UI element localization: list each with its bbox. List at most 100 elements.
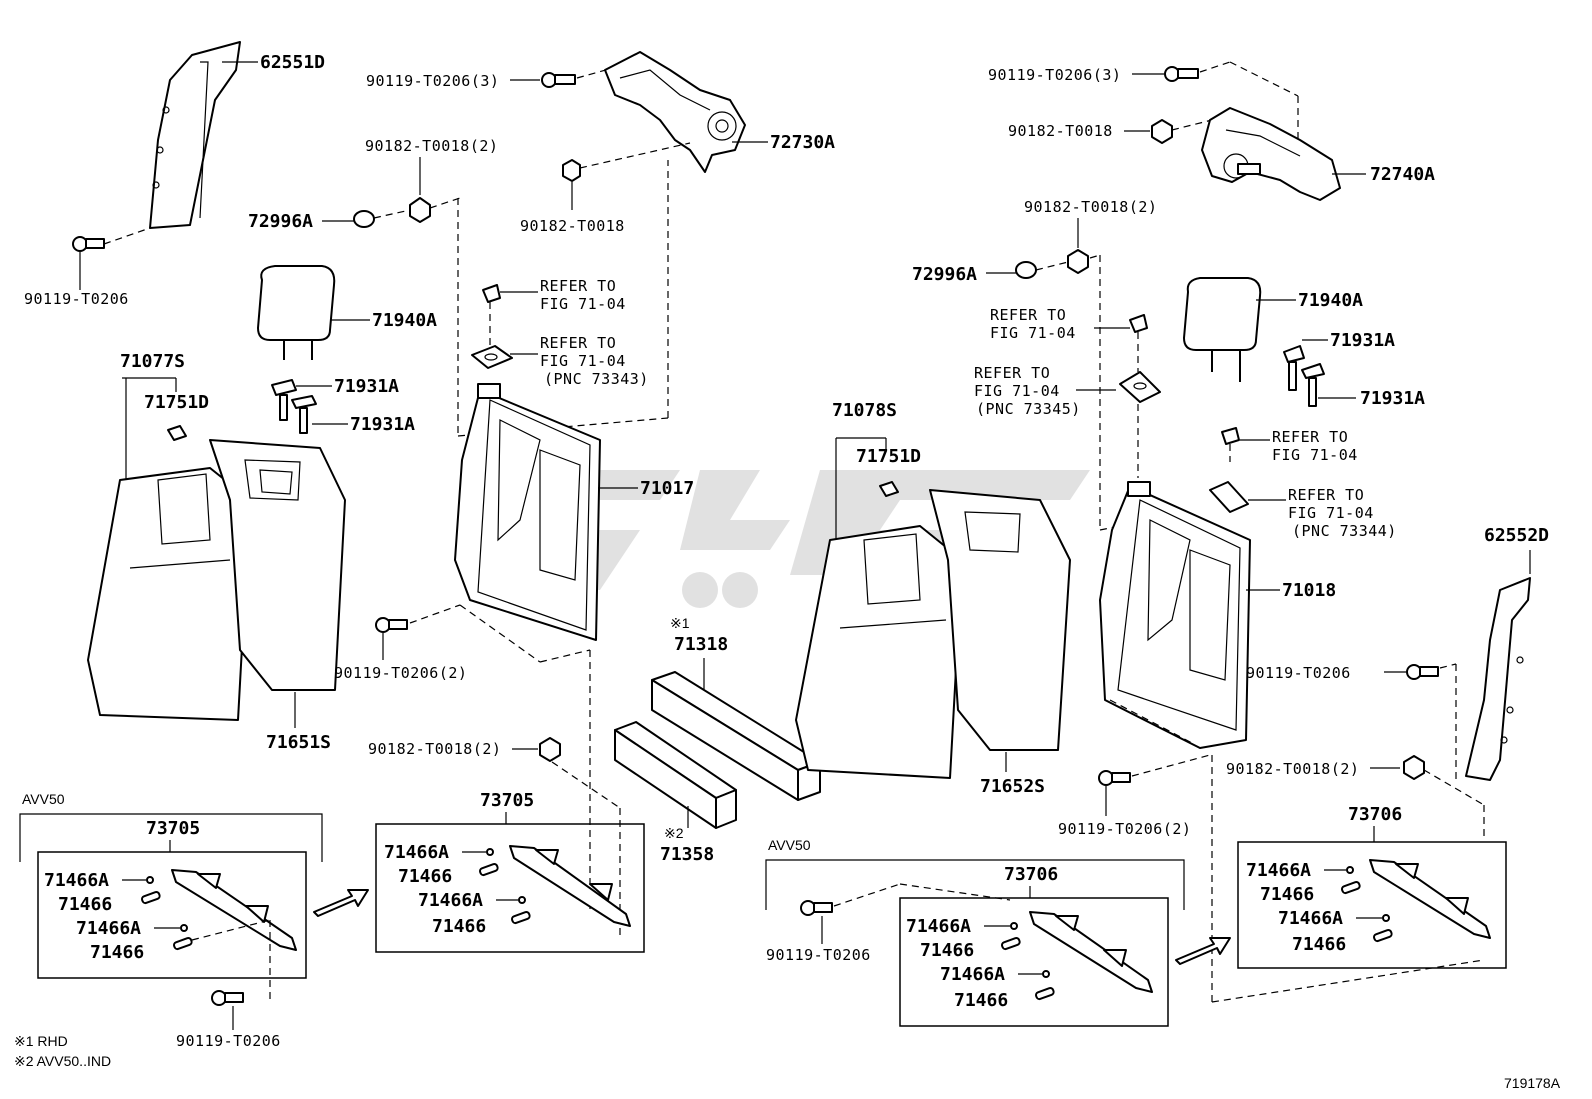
striker-plate-71466a[interactable] bbox=[509, 845, 631, 927]
nut-90182-icon[interactable] bbox=[539, 737, 561, 762]
seatback-pad-71652s[interactable] bbox=[929, 489, 1071, 751]
label-71466-d: 71466 bbox=[432, 916, 486, 937]
nut-90182-icon[interactable] bbox=[409, 197, 431, 223]
bolt-90119-icon[interactable] bbox=[1406, 664, 1439, 680]
headrest-guide-71931a[interactable] bbox=[1283, 345, 1325, 407]
label-71077s: 71077S bbox=[120, 351, 185, 372]
seatback-frame-71017[interactable] bbox=[454, 383, 601, 641]
label-71931a-d: 71931A bbox=[1360, 388, 1425, 409]
label-71466a-d: 71466A bbox=[418, 890, 483, 911]
refer-to-c: REFER TO bbox=[990, 306, 1066, 324]
label-62551d: 62551D bbox=[260, 52, 325, 73]
label-90182-t0018-2-a: 90182-T0018(2) bbox=[365, 137, 498, 155]
footnote-avv50-ind: ※2 AVV50..IND bbox=[14, 1053, 111, 1069]
refer-pnc-73343: (PNC 73343) bbox=[544, 370, 649, 388]
label-71017: 71017 bbox=[640, 478, 694, 499]
bolt-90119-icon[interactable] bbox=[1098, 770, 1131, 786]
refer-fig-b: FIG 71-04 bbox=[540, 352, 626, 370]
seatback-cover-71077s[interactable] bbox=[87, 467, 251, 721]
striker-plate-71466a[interactable] bbox=[1369, 859, 1491, 939]
figure-id: 719178A bbox=[1504, 1075, 1561, 1091]
label-71466-c: 71466 bbox=[398, 866, 452, 887]
label-90182-t0018-2-d: 90182-T0018(2) bbox=[1226, 760, 1359, 778]
label-90119-t0206-c: 90119-T0206 bbox=[1246, 664, 1351, 682]
label-90119-t0206-b: 90119-T0206 bbox=[176, 1032, 281, 1050]
trim-panel-62552d[interactable] bbox=[1465, 577, 1531, 781]
bolt-90119-icon[interactable] bbox=[541, 72, 576, 88]
refer-to-a: REFER TO bbox=[540, 277, 616, 295]
seatback-pad-71651s[interactable] bbox=[209, 439, 346, 691]
label-73705: 73705 bbox=[480, 790, 534, 811]
refer-fig-f: FIG 71-04 bbox=[1288, 504, 1374, 522]
striker-plate-71466a[interactable] bbox=[1029, 911, 1153, 993]
cap-72996a-icon[interactable] bbox=[353, 210, 375, 228]
label-71466-a: 71466 bbox=[58, 894, 112, 915]
bolt-90119-icon[interactable] bbox=[800, 900, 833, 916]
bolt-90119-icon[interactable] bbox=[375, 617, 408, 633]
striker-plate-71466a[interactable] bbox=[171, 869, 297, 951]
bolt-90119-icon[interactable] bbox=[1164, 66, 1199, 82]
label-90119-t0206-2-a: 90119-T0206(2) bbox=[334, 664, 467, 682]
refer-to-f: REFER TO bbox=[1288, 486, 1364, 504]
label-71466a-h: 71466A bbox=[1278, 908, 1343, 929]
headrest-guide-71931a[interactable] bbox=[271, 379, 317, 434]
label-72730a: 72730A bbox=[770, 132, 835, 153]
label-71078s: 71078S bbox=[832, 400, 897, 421]
headrest-71940a[interactable] bbox=[257, 265, 336, 360]
bolt-90119-icon[interactable] bbox=[72, 236, 105, 252]
label-avv50-right: AVV50 bbox=[768, 837, 811, 853]
seatback-cover-71078s[interactable] bbox=[795, 525, 963, 779]
label-71931a-b: 71931A bbox=[350, 414, 415, 435]
label-71466-b: 71466 bbox=[90, 942, 144, 963]
note-mark-2: ※2 bbox=[664, 825, 684, 841]
clip-icon[interactable] bbox=[1129, 314, 1148, 372]
nut-90182-icon[interactable] bbox=[1067, 249, 1089, 274]
nut-90182-icon[interactable] bbox=[562, 159, 581, 182]
label-71466a-g: 71466A bbox=[1246, 860, 1311, 881]
label-71751d-right: 71751D bbox=[856, 446, 921, 467]
label-71751d-left: 71751D bbox=[144, 392, 209, 413]
foam-block-71318[interactable] bbox=[651, 671, 821, 801]
nut-90182-icon[interactable] bbox=[1403, 755, 1425, 780]
hinge-bracket-72730a[interactable] bbox=[604, 51, 746, 173]
nut-90182-icon[interactable] bbox=[1151, 119, 1173, 144]
bolt-90119-icon[interactable] bbox=[211, 990, 244, 1006]
label-72996a-left: 72996A bbox=[248, 211, 313, 232]
label-71940a-right: 71940A bbox=[1298, 290, 1363, 311]
clip-icon[interactable] bbox=[1221, 427, 1240, 462]
label-71466-e: 71466 bbox=[920, 940, 974, 961]
clip-71751d-icon[interactable] bbox=[167, 425, 187, 441]
label-90182-t0018-b: 90182-T0018 bbox=[1008, 122, 1113, 140]
clip-71751d-icon[interactable] bbox=[879, 481, 899, 497]
foam-block-71358[interactable] bbox=[614, 721, 737, 829]
seatback-frame-71018[interactable] bbox=[1099, 481, 1251, 749]
label-71651s: 71651S bbox=[266, 732, 331, 753]
note-mark-1: ※1 bbox=[670, 615, 690, 631]
refer-fig-a: FIG 71-04 bbox=[540, 295, 626, 313]
label-90182-t0018-2-b: 90182-T0018(2) bbox=[368, 740, 501, 758]
label-73705-avv50: 73705 bbox=[146, 818, 200, 839]
label-73706-avv50: 73706 bbox=[1004, 864, 1058, 885]
headrest-71940a[interactable] bbox=[1183, 277, 1262, 382]
label-72740a: 72740A bbox=[1370, 164, 1435, 185]
label-71652s: 71652S bbox=[980, 776, 1045, 797]
cap-72996a-icon[interactable] bbox=[1015, 261, 1037, 279]
label-71466a-e: 71466A bbox=[906, 916, 971, 937]
label-90119-t0206-a: 90119-T0206 bbox=[24, 290, 129, 308]
label-71466a-f: 71466A bbox=[940, 964, 1005, 985]
label-71466-h: 71466 bbox=[1292, 934, 1346, 955]
refer-to-d: REFER TO bbox=[974, 364, 1050, 382]
bracket-pad-icon[interactable] bbox=[471, 345, 513, 369]
label-71318: 71318 bbox=[674, 634, 728, 655]
label-72996a-right: 72996A bbox=[912, 264, 977, 285]
clip-icon[interactable] bbox=[482, 284, 501, 345]
hinge-bracket-72740a[interactable] bbox=[1201, 107, 1341, 201]
bracket-pad-icon[interactable] bbox=[1119, 371, 1161, 403]
trim-panel-62551d[interactable] bbox=[149, 41, 241, 229]
bracket-pad-icon[interactable] bbox=[1209, 481, 1249, 513]
label-90119-t0206-3-left: 90119-T0206(3) bbox=[366, 72, 499, 90]
refer-pnc-73345: (PNC 73345) bbox=[976, 400, 1081, 418]
label-90182-t0018-2-c: 90182-T0018(2) bbox=[1024, 198, 1157, 216]
label-73706: 73706 bbox=[1348, 804, 1402, 825]
